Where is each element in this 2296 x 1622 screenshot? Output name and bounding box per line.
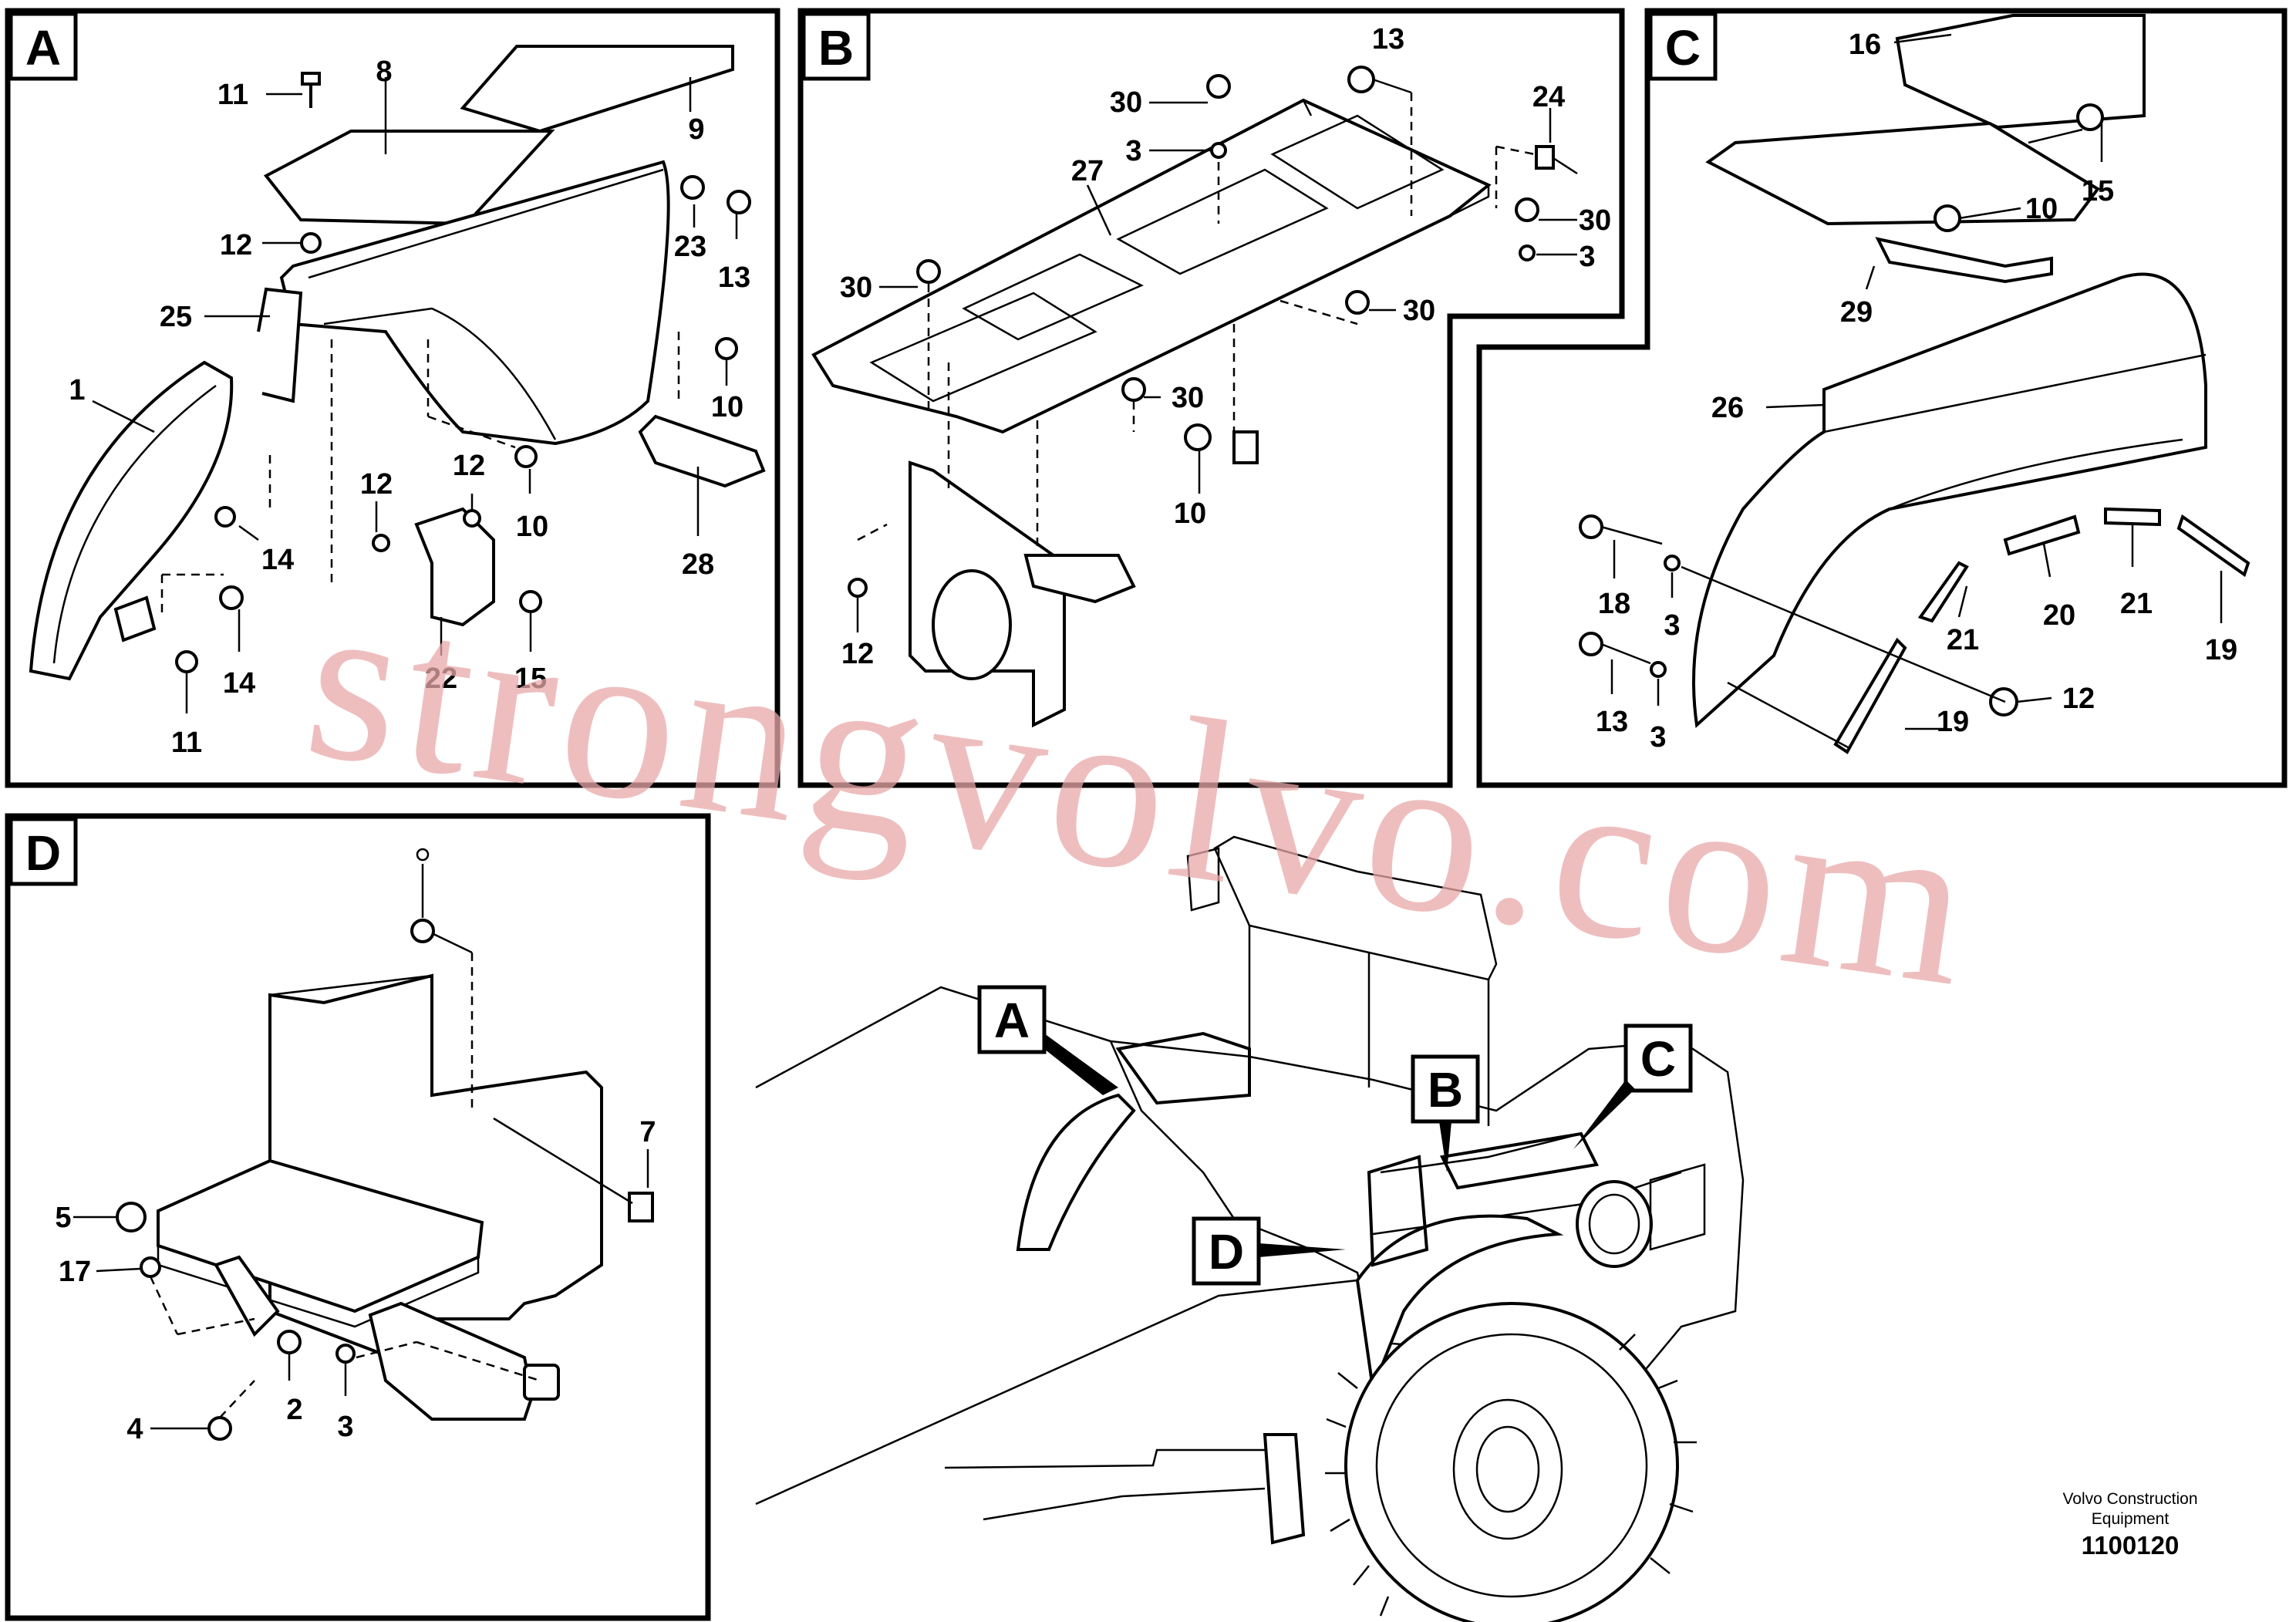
callout-a-10b: 10 xyxy=(516,511,548,543)
panel-a-tag: A xyxy=(25,20,61,76)
callout-d-17: 17 xyxy=(59,1256,91,1288)
callout-c-12: 12 xyxy=(2062,683,2095,715)
callout-c-3: 3 xyxy=(1664,609,1680,642)
fender-26 xyxy=(1692,272,2207,728)
trim-strip-19 xyxy=(1833,637,1907,754)
callout-c-13: 13 xyxy=(1596,706,1628,738)
bracket-28 xyxy=(638,414,766,488)
callout-a-12: 12 xyxy=(220,229,252,261)
leader-lines-d xyxy=(73,864,649,1430)
callout-c-19b: 19 xyxy=(1937,706,1969,738)
callout-a-25: 25 xyxy=(160,301,192,333)
leader-lines-b xyxy=(856,78,1578,632)
callout-a-15: 15 xyxy=(514,663,547,695)
callout-a-13: 13 xyxy=(718,261,750,294)
document-number: 1100120 xyxy=(2082,1531,2180,1560)
callout-c-26: 26 xyxy=(1711,392,1744,424)
callout-a-9: 9 xyxy=(688,113,704,146)
trim-strip-19b xyxy=(2176,514,2250,578)
callout-d-4: 4 xyxy=(126,1413,143,1445)
callout-a-8: 8 xyxy=(376,56,392,88)
tread-plate-mid xyxy=(1705,121,2100,226)
callout-b-30d: 30 xyxy=(1403,295,1435,327)
callout-a-14b: 14 xyxy=(223,667,255,700)
front-guard-1 xyxy=(29,360,234,681)
callout-a-22: 22 xyxy=(425,663,457,695)
callout-c-29: 29 xyxy=(1840,296,1873,329)
panel-c: C xyxy=(1476,8,2288,788)
bolt-icons-b xyxy=(848,66,1555,598)
callout-d-5: 5 xyxy=(55,1202,71,1234)
callout-a-10: 10 xyxy=(711,391,743,423)
callout-a-11: 11 xyxy=(217,79,248,111)
callout-b-12: 12 xyxy=(841,638,874,670)
callout-d-7: 7 xyxy=(639,1116,656,1148)
clip-nut xyxy=(523,1364,560,1401)
callout-c-15: 15 xyxy=(2082,175,2114,207)
bolt-icons xyxy=(113,72,751,673)
leader-lines-c xyxy=(1600,33,2223,750)
fender-25 xyxy=(279,160,670,446)
overview-fender xyxy=(1355,1214,1564,1394)
callout-b-30: 30 xyxy=(1110,86,1142,119)
callout-b-3: 3 xyxy=(1125,135,1141,167)
callout-b-30b: 30 xyxy=(1579,204,1611,237)
leader-lines-a xyxy=(92,77,738,713)
callout-c-21b: 21 xyxy=(2120,588,2153,620)
callout-a-11b: 11 xyxy=(171,727,202,759)
callout-a-23: 23 xyxy=(674,231,706,263)
callout-c-21: 21 xyxy=(1947,624,1979,656)
callout-d-2: 2 xyxy=(286,1394,302,1426)
tread-plate-16 xyxy=(1895,14,2146,130)
callout-a-28: 28 xyxy=(682,548,714,581)
overview-tag-c: C xyxy=(1640,1031,1676,1087)
trim-strip-21b xyxy=(2104,507,2161,527)
callout-a-1: 1 xyxy=(69,374,85,406)
machine-overview: A B C D xyxy=(755,835,1745,1622)
callout-b-13: 13 xyxy=(1372,23,1404,56)
tread-plate-9 xyxy=(460,45,734,133)
callout-b-3b: 3 xyxy=(1579,241,1595,273)
callout-c-10: 10 xyxy=(2025,193,2058,225)
panel-d: D xyxy=(5,813,711,1621)
callout-b-30c: 30 xyxy=(840,271,872,304)
callout-b-24: 24 xyxy=(1532,81,1565,113)
overview-fender-a xyxy=(1016,1093,1136,1251)
panel-d-tag: D xyxy=(25,825,61,881)
panel-b-tag: B xyxy=(818,20,854,76)
tread-plate-8 xyxy=(263,130,555,226)
callout-b-30e: 30 xyxy=(1172,382,1204,414)
mud-flap xyxy=(1263,1433,1306,1545)
callout-c-16: 16 xyxy=(1849,29,1881,61)
panel-a: A xyxy=(5,8,781,788)
panel-c-tag: C xyxy=(1665,20,1701,76)
overview-tag-b: B xyxy=(1428,1062,1463,1118)
callout-c-3b: 3 xyxy=(1650,721,1666,754)
company-name-2: Equipment xyxy=(2092,1510,2170,1528)
bracket-29 xyxy=(1875,237,2053,284)
cab-frame xyxy=(1213,835,1498,981)
trim-strip-21a xyxy=(1917,561,1969,623)
callout-a-12b: 12 xyxy=(360,468,393,501)
company-name: Volvo Construction xyxy=(2062,1490,2197,1508)
wheel xyxy=(1325,1302,1697,1622)
panel-b: B xyxy=(797,8,1625,788)
callout-d-3: 3 xyxy=(337,1411,353,1443)
callout-c-19: 19 xyxy=(2205,634,2237,666)
callout-a-14: 14 xyxy=(261,544,294,576)
footer: Volvo Construction Equipment 1100120 xyxy=(2062,1490,2197,1560)
callout-b-10: 10 xyxy=(1174,497,1206,530)
overview-tag-d: D xyxy=(1209,1224,1244,1280)
overview-tag-a: A xyxy=(994,993,1030,1048)
callout-b-27: 27 xyxy=(1071,155,1104,187)
callout-c-20: 20 xyxy=(2043,599,2075,632)
trim-strip-20 xyxy=(2003,514,2081,556)
bolt-icons-c xyxy=(1579,103,2104,717)
step-support-bracket xyxy=(368,1301,534,1421)
callout-c-18: 18 xyxy=(1598,588,1630,620)
callout-a-12c: 12 xyxy=(453,450,485,482)
